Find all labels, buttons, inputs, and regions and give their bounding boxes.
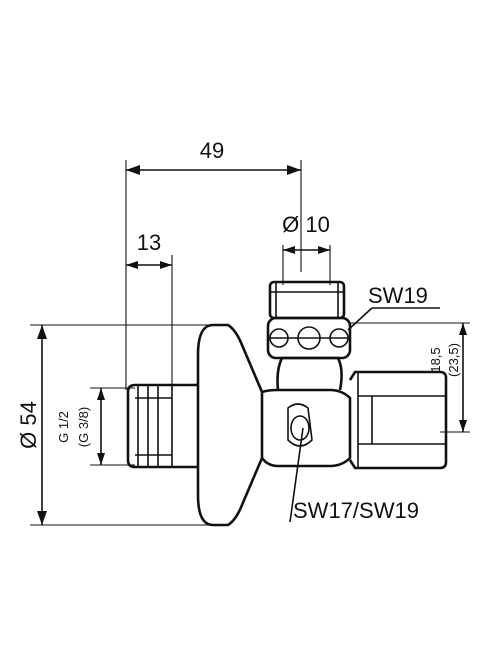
- dim-13-label: 13: [137, 230, 161, 255]
- valve-body: [126, 280, 448, 527]
- valve-main-body: [260, 388, 352, 468]
- wall-rosette: [196, 323, 264, 527]
- thread-g38-label: (G 3/8): [76, 407, 91, 447]
- valve-neck: [276, 356, 343, 391]
- dim-49-label: 49: [200, 138, 224, 163]
- sw19-label: SW19: [368, 283, 428, 308]
- body-hex-sw17: [287, 403, 313, 447]
- dim-23-5-label: (23,5): [446, 343, 461, 377]
- dimension-lines: [30, 160, 470, 526]
- thread-g12-label: G 1/2: [56, 411, 71, 443]
- threaded-inlet: [126, 383, 198, 469]
- dim-d10-label: Ø 10: [282, 212, 330, 237]
- dim-d54-label: Ø 54: [16, 401, 41, 449]
- sw17-sw19-label: SW17/SW19: [293, 498, 419, 523]
- valve-outlet: [348, 370, 448, 470]
- leader-lines: [289, 307, 440, 523]
- spindle-cap: [268, 280, 346, 320]
- dim-18-5-label: 18,5: [428, 347, 443, 372]
